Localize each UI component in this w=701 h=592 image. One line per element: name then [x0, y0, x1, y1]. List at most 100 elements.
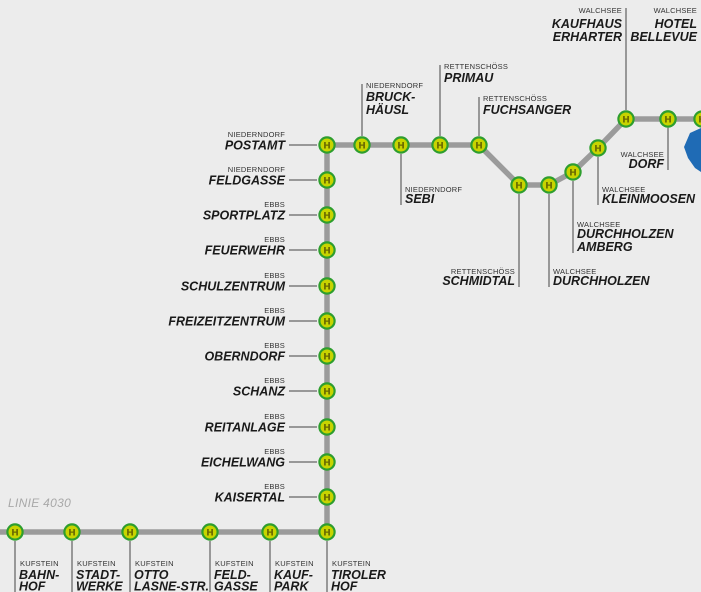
stop-municipality: EBBS [264, 482, 285, 491]
stop-name: PARK [274, 580, 309, 592]
stop-municipality: KUFSTEIN [20, 559, 59, 568]
bus-stop-icon[interactable]: H [63, 523, 81, 541]
stop-municipality: KUFSTEIN [332, 559, 371, 568]
stop-municipality: NIEDERNDORF [228, 165, 285, 174]
stop-name: HOF [331, 580, 358, 592]
bus-stop-icon[interactable]: H [318, 488, 336, 506]
stop-municipality: WALCHSEE [579, 6, 622, 15]
stop-icon-letter: H [323, 317, 331, 327]
stop-name: AMBERG [576, 240, 633, 254]
bus-stop-icon[interactable]: H [470, 136, 488, 154]
stop-icon-letter: H [323, 387, 331, 397]
stop-municipality: WALCHSEE [602, 185, 645, 194]
stop-icon-letter: H [475, 141, 483, 151]
bus-stop-icon[interactable]: H [318, 453, 336, 471]
stop-municipality: EBBS [264, 306, 285, 315]
stop-municipality: NIEDERNDORF [366, 81, 423, 90]
stop-name: HOTEL [655, 17, 697, 31]
bus-stop-icon[interactable]: H [318, 206, 336, 224]
stop-name: BELLEVUE [630, 30, 697, 44]
stop-municipality: RETTENSCHÖSS [444, 62, 508, 71]
stop-municipality: NIEDERNDORF [228, 130, 285, 139]
bus-stop-icon[interactable]: H [318, 382, 336, 400]
stop-name: GASSE [214, 580, 258, 592]
stop-icon-letter: H [569, 168, 577, 178]
stop-name: DORF [629, 157, 665, 171]
stop-name: DURCHHOLZEN [553, 274, 650, 288]
stop-icon-letter: H [323, 211, 331, 221]
stop-name: BAHN- [19, 568, 59, 582]
stop-municipality: KUFSTEIN [135, 559, 174, 568]
bus-stop-icon[interactable]: H [540, 176, 558, 194]
bus-stop-icon[interactable]: H [392, 136, 410, 154]
bus-stop-icon[interactable]: H [318, 136, 336, 154]
stop-icon-letter: H [323, 528, 331, 538]
stop-municipality: EBBS [264, 271, 285, 280]
bus-stop-icon[interactable]: H [121, 523, 139, 541]
bus-stop-icon[interactable]: H [318, 347, 336, 365]
stop-name: REITANLAGE [205, 421, 286, 435]
stop-name: WERKE [76, 580, 123, 592]
stop-name: POSTAMT [225, 139, 287, 153]
stop-name: FUCHSANGER [483, 103, 571, 117]
stop-municipality: WALCHSEE [553, 267, 596, 276]
bus-stop-icon[interactable]: H [589, 139, 607, 157]
stop-icon-letter: H [323, 423, 331, 433]
stop-name: FEUERWEHR [205, 244, 285, 258]
bus-stop-icon[interactable]: H [564, 163, 582, 181]
stop-name: KAUF- [274, 568, 313, 582]
stop-icon-letter: H [323, 352, 331, 362]
stop-name: SCHMIDTAL [442, 274, 515, 288]
stop-icon-letter: H [323, 493, 331, 503]
stop-name: PRIMAU [444, 71, 494, 85]
bus-stop-icon[interactable]: H [6, 523, 24, 541]
stop-name: KAUFHAUS [552, 17, 623, 31]
stop-municipality: NIEDERNDORF [405, 185, 462, 194]
bus-stop-icon[interactable]: H [261, 523, 279, 541]
stop-icon-letter: H [11, 528, 19, 538]
stop-municipality: EBBS [264, 235, 285, 244]
stop-icon-letter: H [664, 115, 672, 125]
stop-icon-letter: H [545, 181, 553, 191]
stop-icon-letter: H [323, 141, 331, 151]
bus-stop-icon[interactable]: H [318, 241, 336, 259]
bus-stop-icon[interactable]: H [659, 110, 677, 128]
stop-icon-letter: H [266, 528, 274, 538]
stop-name: SEBI [405, 192, 435, 206]
bus-stop-icon[interactable]: H [201, 523, 219, 541]
stop-name: SPORTPLATZ [203, 209, 287, 223]
stop-name: FREIZEITZENTRUM [168, 315, 285, 329]
stop-icon-letter: H [323, 246, 331, 256]
stop-name: LASNE-STR. [134, 580, 209, 592]
bus-stop-icon[interactable]: H [431, 136, 449, 154]
stop-municipality: EBBS [264, 200, 285, 209]
stop-municipality: WALCHSEE [621, 150, 664, 159]
bus-stop-icon[interactable]: H [510, 176, 528, 194]
stop-name: BRUCK- [366, 90, 415, 104]
bus-stop-icon[interactable]: H [318, 277, 336, 295]
bus-stop-icon[interactable]: H [318, 418, 336, 436]
stop-name: SCHULZENTRUM [181, 280, 286, 294]
bus-stop-icon[interactable]: H [318, 171, 336, 189]
stop-municipality: RETTENSCHÖSS [483, 94, 547, 103]
stop-municipality: KUFSTEIN [77, 559, 116, 568]
bus-stop-icon[interactable]: H [318, 312, 336, 330]
stop-icon-letter: H [397, 141, 405, 151]
bus-stop-icon[interactable]: H [617, 110, 635, 128]
bus-stop-icon[interactable]: H [693, 110, 701, 128]
stop-icon-letter: H [515, 181, 523, 191]
stop-municipality: EBBS [264, 447, 285, 456]
stop-name: STADT- [76, 568, 120, 582]
bus-stop-icon[interactable]: H [318, 523, 336, 541]
stop-name: FELD- [214, 568, 251, 582]
stops-layer: KUFSTEINBAHN-HOFHKUFSTEINSTADT-WERKEHKUF… [6, 6, 701, 592]
stop-municipality: EBBS [264, 341, 285, 350]
line-label: LINIE 4030 [8, 496, 71, 510]
stop-icon-letter: H [323, 176, 331, 186]
stop-icon-letter: H [698, 115, 701, 125]
stop-name: HÄUSL [366, 102, 409, 117]
stop-name: ERHARTER [553, 30, 622, 44]
bus-stop-icon[interactable]: H [353, 136, 371, 154]
stop-municipality: KUFSTEIN [215, 559, 254, 568]
